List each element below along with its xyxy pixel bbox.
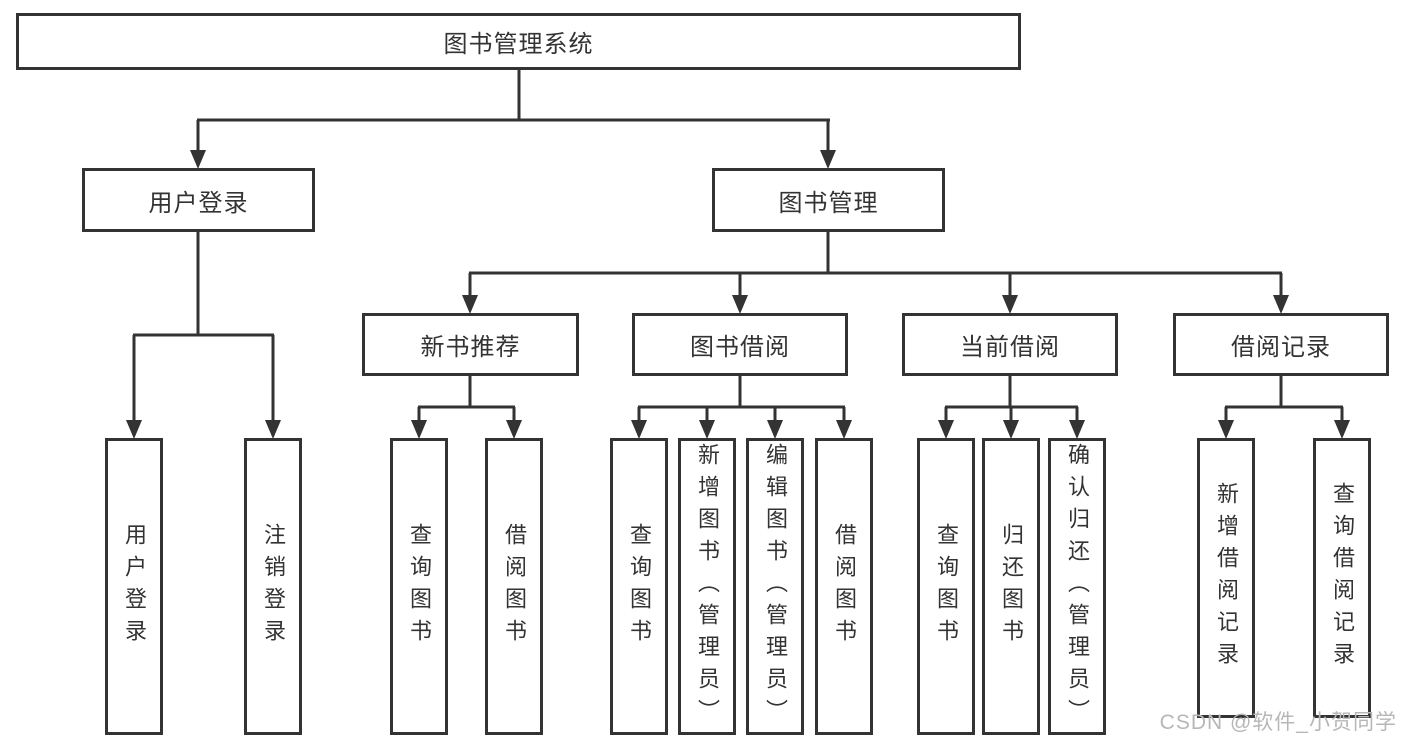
- leaf-add-book-admin-label: 新增图书（管理员）: [695, 442, 720, 731]
- leaf-logout-label: 注销登录: [261, 522, 286, 651]
- leaf-borrow-book: 借阅图书: [815, 438, 873, 735]
- leaf-edit-book-admin: 编辑图书（管理员）: [746, 438, 804, 735]
- leaf-return-book: 归还图书: [982, 438, 1040, 735]
- leaf-user-login: 用户登录: [105, 438, 163, 735]
- leaf-logout: 注销登录: [244, 438, 302, 735]
- leaf-recommend-borrow-book: 借阅图书: [485, 438, 543, 735]
- leaf-user-login-label: 用户登录: [122, 522, 147, 651]
- node-root: 图书管理系统: [16, 13, 1021, 70]
- leaf-add-borrow-record: 新增借阅记录: [1197, 438, 1255, 718]
- csdn-watermark: CSDN @软件_小贺同学: [1159, 711, 1397, 734]
- leaf-borrow-book-label: 借阅图书: [832, 522, 857, 651]
- arrowheads: [126, 150, 1350, 439]
- leaf-add-book-admin: 新增图书（管理员）: [678, 438, 736, 735]
- leaf-current-query-book-label: 查询图书: [934, 522, 959, 651]
- leaf-borrow-query-book: 查询图书: [610, 438, 668, 735]
- leaf-query-borrow-record-label: 查询借阅记录: [1330, 482, 1355, 674]
- node-borrow-record: 借阅记录: [1173, 313, 1389, 376]
- leaf-add-borrow-record-label: 新增借阅记录: [1214, 482, 1239, 674]
- leaf-recommend-query-book-label: 查询图书: [407, 522, 432, 651]
- node-current-borrow: 当前借阅: [902, 313, 1118, 376]
- leaf-confirm-return-admin-label: 确认归还（管理员）: [1065, 442, 1090, 731]
- leaf-return-book-label: 归还图书: [999, 522, 1024, 651]
- node-book-management: 图书管理: [712, 168, 945, 232]
- node-book-borrow: 图书借阅: [632, 313, 848, 376]
- leaf-recommend-borrow-book-label: 借阅图书: [502, 522, 527, 651]
- leaf-current-query-book: 查询图书: [917, 438, 975, 735]
- leaf-confirm-return-admin: 确认归还（管理员）: [1048, 438, 1106, 735]
- leaf-edit-book-admin-label: 编辑图书（管理员）: [763, 442, 788, 731]
- node-new-book-recommend: 新书推荐: [362, 313, 579, 376]
- leaf-recommend-query-book: 查询图书: [390, 438, 448, 735]
- leaf-borrow-query-book-label: 查询图书: [627, 522, 652, 651]
- connector-paths: [132, 70, 1344, 424]
- node-user-login: 用户登录: [82, 168, 315, 232]
- leaf-query-borrow-record: 查询借阅记录: [1313, 438, 1371, 718]
